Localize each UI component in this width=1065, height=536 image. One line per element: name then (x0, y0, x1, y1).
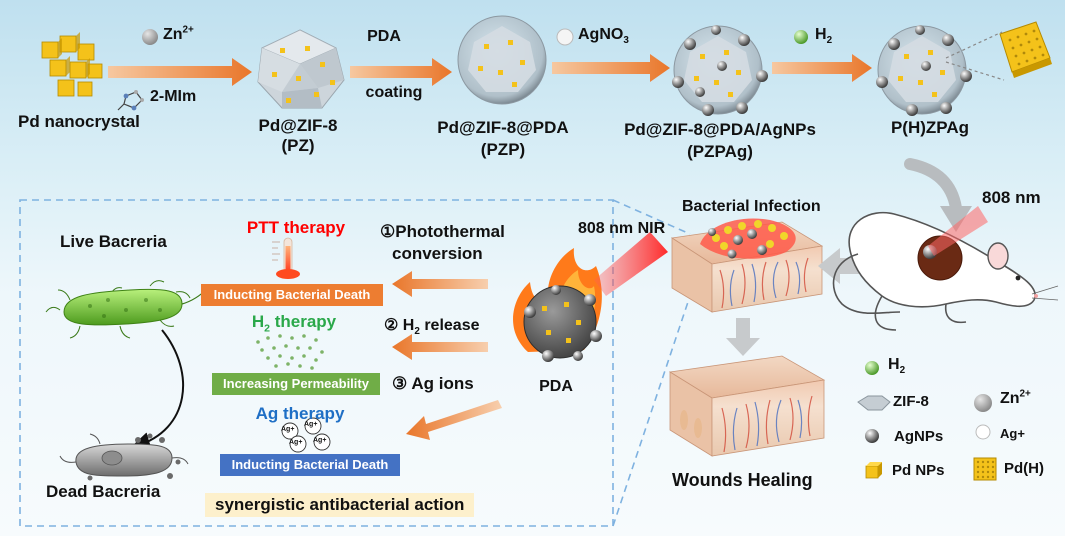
pzpag-abbr-label: (PZPAg) (687, 142, 753, 161)
pzp-name-label: Pd@ZIF-8@PDA (437, 118, 569, 137)
nir-laser-beam (594, 232, 668, 296)
live-bacteria-label: Live Bacreria (60, 232, 167, 251)
step1-line1-label: ①Photothermal (380, 222, 505, 241)
healed-skin-block (668, 355, 826, 457)
arrow-mouse-to-skin (818, 248, 872, 284)
bacterial-infection-label: Bacterial Infection (682, 198, 821, 215)
legend-pd-nps-label: Pd NPs (892, 462, 945, 479)
legend-zn-label: Zn2+ (1000, 388, 1031, 407)
coating-label: coating (365, 84, 423, 101)
pz-abbr-label: (PZ) (281, 136, 315, 155)
mouse-icon (832, 206, 1059, 331)
h2-bubble-cloud (256, 334, 324, 370)
ag-ion-label-1: Ag+ (281, 426, 295, 433)
methylimidazole-icon (117, 90, 144, 111)
pzpag-particle-icon (672, 25, 768, 116)
legend-ag-plus-label: Ag+ (1000, 426, 1025, 441)
ag-ion-label-2: Ag+ (304, 421, 318, 428)
legend-pdh-icon (973, 457, 997, 481)
legend-pdh-label: Pd(H) (1004, 460, 1044, 477)
dead-bacterium-icon (59, 433, 189, 481)
ag-therapy-title: Ag therapy (255, 404, 345, 423)
step1-line2-label: conversion (392, 244, 483, 263)
arrow-zn-mim (108, 29, 252, 111)
wounds-healing-label: Wounds Healing (672, 470, 813, 490)
h2-effect-bar: Increasing Permeability (212, 373, 380, 395)
legend-agnps-icon (865, 429, 879, 443)
mim-label: 2-MIm (150, 88, 197, 105)
live-bacterium-icon (45, 280, 209, 339)
curved-arrow-to-mouse (904, 158, 972, 232)
ag-ion-cluster (281, 417, 331, 453)
phzpag-name-label: P(H)ZPAg (890, 118, 970, 137)
ptt-therapy-title: PTT therapy (246, 218, 346, 237)
h2-arrow-label: H2 (815, 26, 833, 47)
arrow-step1 (392, 271, 488, 297)
legend-zif8-icon (857, 395, 891, 411)
pd-nanocrystal-label: Pd nanocrystal (18, 112, 140, 131)
pda-label: PDA (539, 378, 573, 395)
arrow-step2 (392, 334, 488, 360)
pz-particle-icon (257, 29, 345, 109)
step2-label: ② H2 release (384, 317, 480, 338)
nir-808-label: 808 nm (982, 188, 1041, 207)
h2-therapy-title: H2 therapy (251, 312, 337, 335)
pdh-lattice-icon (999, 21, 1052, 78)
pzp-particle-icon (457, 15, 547, 105)
arrow-step3 (406, 400, 502, 440)
agno3-label: AgNO3 (578, 26, 629, 47)
ag-effect-bar: Inducting Bacterial Death (220, 454, 400, 476)
synergy-label: synergistic antibacterial action (205, 493, 475, 517)
mouse-laser-beam (928, 206, 988, 256)
legend-icons (857, 361, 997, 481)
infected-skin-block (670, 218, 824, 313)
phzpag-particle-icon (876, 25, 1005, 116)
legend-pd-nps-icon (865, 462, 882, 479)
mechanism-panel-border (19, 199, 691, 527)
arrow-agno3 (552, 28, 670, 82)
h2-molecule-icon (794, 30, 808, 44)
legend-ag-plus-icon (975, 424, 991, 440)
legend-h2-icon (865, 361, 879, 375)
ag-ion-icon (556, 28, 574, 46)
pda-flame-particle (513, 232, 668, 362)
arrow-skin-to-wounds (726, 318, 760, 356)
dead-bacteria-label: Dead Bacreria (46, 482, 161, 501)
nir-808-nir-label: 808 nm NIR (578, 220, 666, 237)
arrow-h2 (772, 30, 872, 82)
arrow-live-to-dead (130, 329, 185, 452)
step3-label: ③ Ag ions (392, 374, 474, 393)
pd-nanocrystal-icon (41, 32, 103, 97)
pz-name-label: Pd@ZIF-8 (258, 116, 338, 135)
legend-zif8-label: ZIF-8 (893, 393, 929, 410)
pzpag-name-label: Pd@ZIF-8@PDA/AgNPs (624, 120, 816, 139)
ptt-effect-bar: Inducting Bacterial Death (201, 284, 383, 306)
legend-agnps-label: AgNPs (894, 428, 944, 445)
zn-label: Zn2+ (163, 24, 194, 43)
pda-coating-label: PDA (367, 28, 401, 45)
pzp-abbr-label: (PZP) (480, 140, 526, 159)
arrow-pda-coating (350, 58, 452, 86)
legend-zn-icon (974, 394, 992, 412)
zn-ion-icon (142, 29, 158, 45)
legend-h2-label: H2 (888, 356, 906, 377)
ag-ion-label-4: Ag+ (313, 437, 327, 444)
thermometer-icon (272, 237, 300, 279)
ag-ion-label-3: Ag+ (289, 439, 303, 446)
